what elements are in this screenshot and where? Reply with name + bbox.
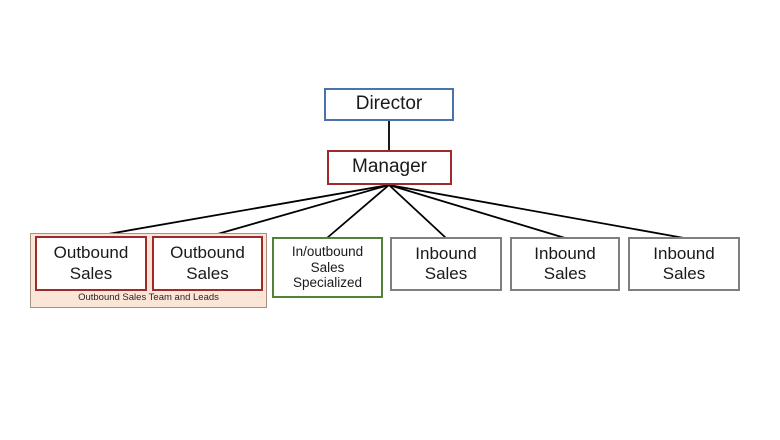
node-outbound-sales-2-label: Outbound Sales <box>170 243 245 283</box>
node-inbound-sales-3: Inbound Sales <box>628 237 740 291</box>
outbound-team-group-label: Outbound Sales Team and Leads <box>78 292 219 303</box>
edge-manager-child-4 <box>388 184 447 239</box>
node-inbound-sales-1-label: Inbound Sales <box>415 243 477 283</box>
edge-manager-child-3 <box>326 184 390 239</box>
node-outbound-sales-1-label: Outbound Sales <box>53 243 129 283</box>
node-manager: Manager <box>327 150 452 185</box>
node-inoutbound-sales-specialized-label: In/outbound Sales Specialized <box>291 243 364 291</box>
node-inbound-sales-3-label: Inbound Sales <box>653 243 715 283</box>
node-inbound-sales-2-label: Inbound Sales <box>534 243 596 283</box>
node-director-label: Director <box>355 93 423 115</box>
node-director: Director <box>324 88 454 121</box>
edge-manager-child-2 <box>206 184 390 238</box>
node-inbound-sales-2: Inbound Sales <box>510 237 620 291</box>
node-inbound-sales-1: Inbound Sales <box>390 237 502 291</box>
node-manager-label: Manager <box>352 156 427 178</box>
node-outbound-sales-2: Outbound Sales <box>152 236 263 291</box>
edge-manager-child-1 <box>90 184 390 238</box>
node-inoutbound-sales-specialized: In/outbound Sales Specialized <box>272 237 383 298</box>
edge-manager-child-6 <box>388 184 685 239</box>
edge-manager-child-5 <box>388 184 566 239</box>
node-outbound-sales-1: Outbound Sales <box>35 236 147 291</box>
